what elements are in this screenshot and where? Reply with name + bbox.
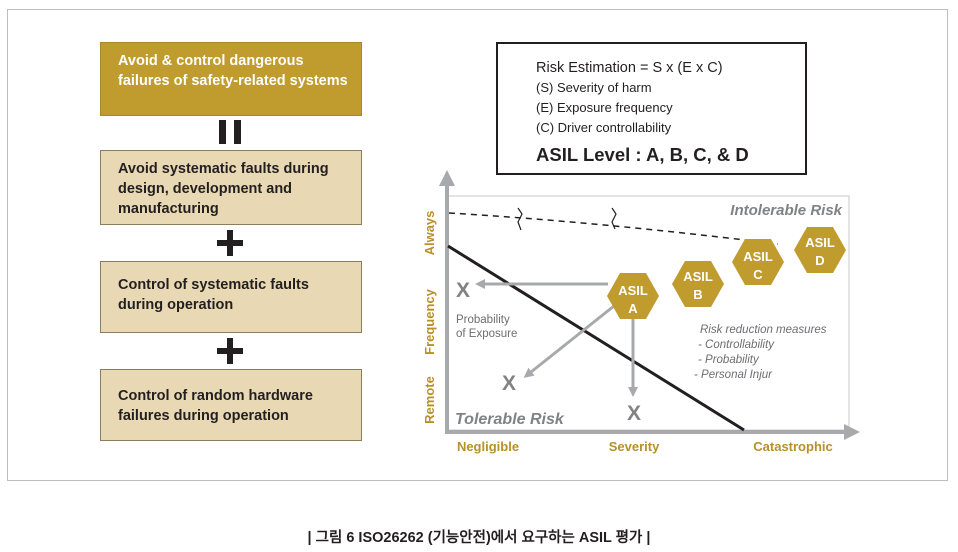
asil-b-letter: B	[693, 287, 702, 302]
asil-c-letter: C	[753, 267, 763, 282]
intolerable-risk-label: Intolerable Risk	[730, 202, 842, 219]
asil-level-text: ASIL Level : A, B, C, & D	[536, 144, 749, 165]
asil-c-badge	[732, 239, 784, 285]
tolerable-boundary-line	[447, 244, 745, 432]
y-label-always: Always	[422, 211, 437, 256]
y-axis-arrowhead	[439, 170, 455, 186]
asil-a-label: ASIL	[618, 283, 648, 298]
figure-caption: | 그림 6 ISO26262 (기능안전)에서 요구하는 ASIL 평가 |	[307, 530, 651, 546]
asil-b-label: ASIL	[683, 269, 713, 284]
x-axis-arrowhead	[844, 424, 860, 440]
severity-item: (S) Severity of harm	[536, 80, 652, 95]
measure-item: - Controllability	[698, 339, 775, 351]
x-label-negligible: Negligible	[457, 439, 519, 454]
arrow-diagonal	[523, 304, 615, 378]
asil-d-letter: D	[815, 253, 824, 268]
figure-frame	[7, 9, 948, 481]
risk-estimation-box: Risk Estimation = S x (E x C) (S) Severi…	[496, 42, 807, 175]
systematic-faults-operation-box: Control of systematic faults during oper…	[100, 261, 362, 333]
asil-b-badge	[672, 261, 724, 307]
boundary-tick	[517, 207, 523, 231]
x-marker: X	[456, 279, 470, 302]
tolerable-risk-label: Tolerable Risk	[455, 411, 565, 428]
asil-d-badge	[794, 227, 846, 273]
x-marker: X	[627, 402, 641, 425]
asil-a-letter: A	[628, 301, 638, 316]
random-hardware-failures-box: Control of random hardware failures duri…	[100, 369, 362, 441]
controllability-item: (C) Driver controllability	[536, 120, 672, 135]
asil-d-label: ASIL	[805, 235, 835, 250]
systematic-faults-design-box: Avoid systematic faults during design, d…	[100, 150, 362, 225]
equals-icon	[219, 120, 241, 144]
plus-icon	[217, 230, 243, 256]
x-label-catastrophic: Catastrophic	[753, 439, 832, 454]
random-hardware-failures-text: Control of random hardware failures duri…	[118, 388, 313, 424]
top-goal-box: Avoid & control dangerous failures of sa…	[100, 42, 362, 116]
intolerable-boundary	[448, 212, 779, 245]
asil-a-badge	[607, 273, 659, 319]
asil-c-label: ASIL	[743, 249, 773, 264]
exposure-label: of Exposure	[456, 328, 517, 340]
top-goal-text: Avoid & control dangerous failures of sa…	[118, 53, 348, 89]
x-label-severity: Severity	[609, 439, 660, 454]
y-label-frequency: Frequency	[422, 288, 437, 355]
measure-item: - Personal Injur	[694, 369, 773, 381]
plus-icon	[217, 338, 243, 364]
measures-title: Risk reduction measures	[700, 324, 827, 336]
y-label-remote: Remote	[422, 376, 437, 424]
systematic-faults-design-text: Avoid systematic faults during design, d…	[118, 161, 329, 217]
systematic-faults-operation-text: Control of systematic faults during oper…	[118, 277, 309, 313]
measure-item: - Probability	[698, 354, 760, 366]
exposure-item: (E) Exposure frequency	[536, 100, 673, 115]
risk-formula: Risk Estimation = S x (E x C)	[536, 60, 723, 76]
boundary-tick	[611, 207, 617, 230]
x-marker: X	[502, 372, 516, 395]
probability-label: Probability	[456, 314, 510, 326]
